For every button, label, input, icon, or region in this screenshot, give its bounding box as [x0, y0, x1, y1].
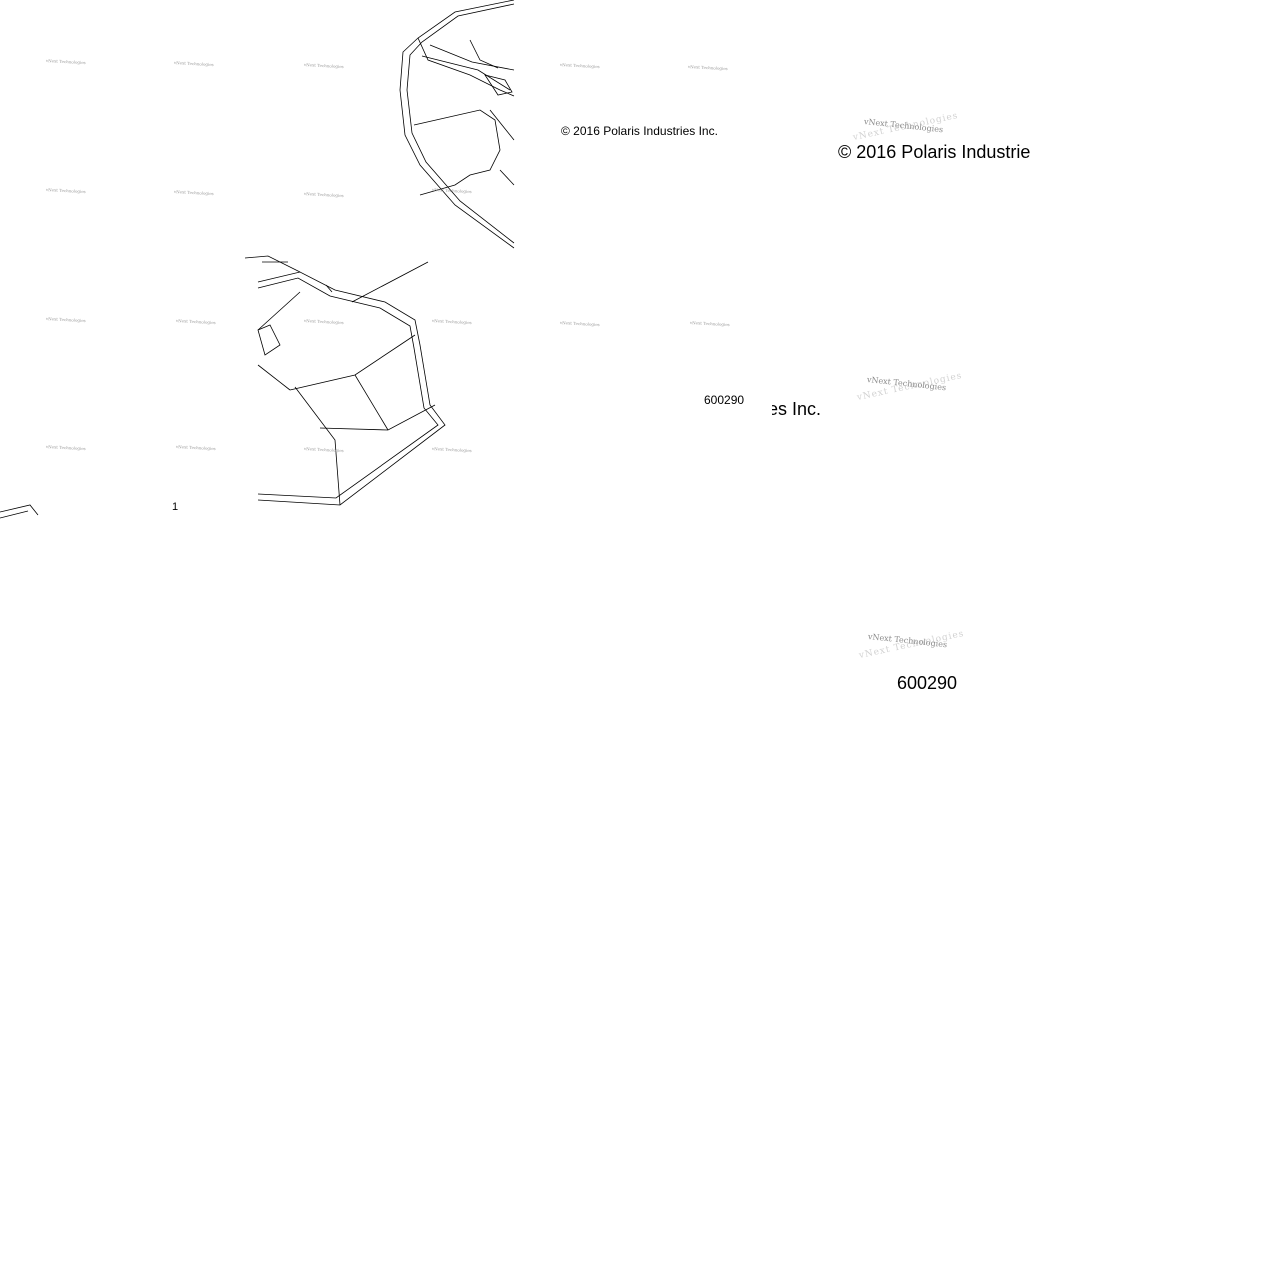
lower-part-fragment — [244, 255, 446, 506]
figure-number: 600290 — [704, 393, 745, 407]
copyright-notice-large: © 2016 Polaris Industrie — [838, 142, 1030, 162]
callout-label: 1 — [172, 501, 179, 513]
copyright-fragment: es Inc. — [772, 399, 820, 419]
corner-fragment — [0, 504, 39, 519]
upper-part-fragment — [399, 0, 515, 249]
copyright-notice: © 2016 Polaris Industries Inc. — [561, 124, 718, 138]
figure-number-large: 600290 — [897, 673, 958, 693]
